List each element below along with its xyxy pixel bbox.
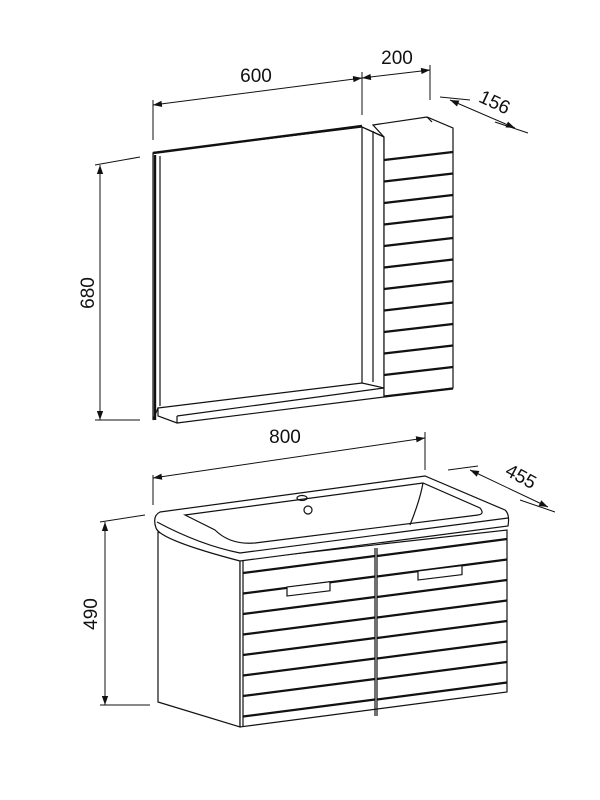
slat-line bbox=[383, 365, 454, 377]
dim-shelf-width: 200 bbox=[381, 48, 413, 69]
slat-line bbox=[376, 660, 508, 681]
slat-line bbox=[383, 279, 454, 291]
dim-vanity-depth: 455 bbox=[502, 460, 540, 493]
dim-vanity-height: 490 bbox=[81, 598, 102, 630]
slat-line bbox=[242, 698, 376, 718]
slat-line bbox=[242, 554, 376, 575]
vanity-slats bbox=[242, 537, 508, 718]
dimension-lines bbox=[94, 65, 556, 706]
slat-line bbox=[242, 677, 376, 698]
slat-line bbox=[383, 215, 454, 226]
slat-line bbox=[242, 616, 376, 636]
vanity-cabinet bbox=[154, 475, 510, 728]
slat-line bbox=[383, 258, 454, 269]
slat-line bbox=[383, 387, 454, 398]
slat-line bbox=[242, 636, 376, 657]
dim-shelf-depth: 156 bbox=[476, 87, 514, 119]
left-door-handle bbox=[286, 581, 331, 597]
mirror-cabinet bbox=[152, 116, 454, 424]
slat-line bbox=[376, 619, 508, 640]
slat-line bbox=[383, 301, 454, 312]
slat-line bbox=[383, 344, 454, 355]
right-door-handle bbox=[417, 564, 463, 581]
slat-line bbox=[376, 537, 508, 558]
slat-line bbox=[383, 322, 454, 334]
slat-line bbox=[383, 172, 454, 183]
dim-mirror-width: 600 bbox=[240, 66, 272, 87]
dim-mirror-height: 680 bbox=[78, 277, 99, 309]
slat-line bbox=[383, 193, 454, 205]
slat-line bbox=[376, 640, 508, 660]
slat-line bbox=[376, 599, 508, 619]
slat-line bbox=[383, 150, 454, 162]
slat-line bbox=[376, 681, 508, 701]
slat-line bbox=[376, 578, 508, 599]
column-slats bbox=[383, 150, 454, 398]
slat-line bbox=[242, 657, 376, 677]
slat-line bbox=[383, 236, 454, 248]
dim-vanity-width: 800 bbox=[269, 427, 301, 448]
slat-line bbox=[242, 595, 376, 616]
